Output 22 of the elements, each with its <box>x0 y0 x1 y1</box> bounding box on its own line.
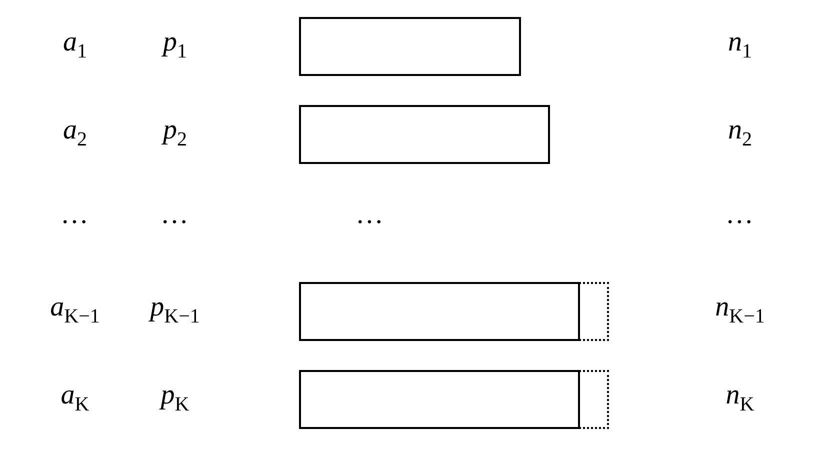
symbol-label: p$_{2}$ <box>163 116 187 150</box>
bar <box>299 17 521 76</box>
symbol-label: a$_{2}$ <box>63 116 87 150</box>
symbol-label: p$_{K−1}$ <box>150 294 200 326</box>
bar <box>299 282 580 341</box>
symbol-label: a$_{1}$ <box>63 28 87 62</box>
ellipsis: … <box>62 201 88 229</box>
bar <box>299 105 550 164</box>
symbol-label: n$_{K−1}$ <box>715 294 765 326</box>
symbol-label: a$_{K}$ <box>60 382 90 414</box>
extension-box <box>579 370 609 429</box>
symbol-label: n$_{1}$ <box>728 28 752 62</box>
ellipsis: … <box>728 201 752 229</box>
symbol-label: p$_{1}$ <box>163 28 187 62</box>
ellipsis: … <box>358 201 382 229</box>
symbol-label: n$_{2}$ <box>728 116 752 150</box>
symbol-label: n$_{K}$ <box>726 382 754 414</box>
extension-box <box>579 282 609 341</box>
ellipsis: … <box>162 201 188 229</box>
symbol-label: a$_{K−1}$ <box>50 294 100 326</box>
bar <box>299 370 580 429</box>
symbol-label: p$_{K}$ <box>160 382 190 414</box>
